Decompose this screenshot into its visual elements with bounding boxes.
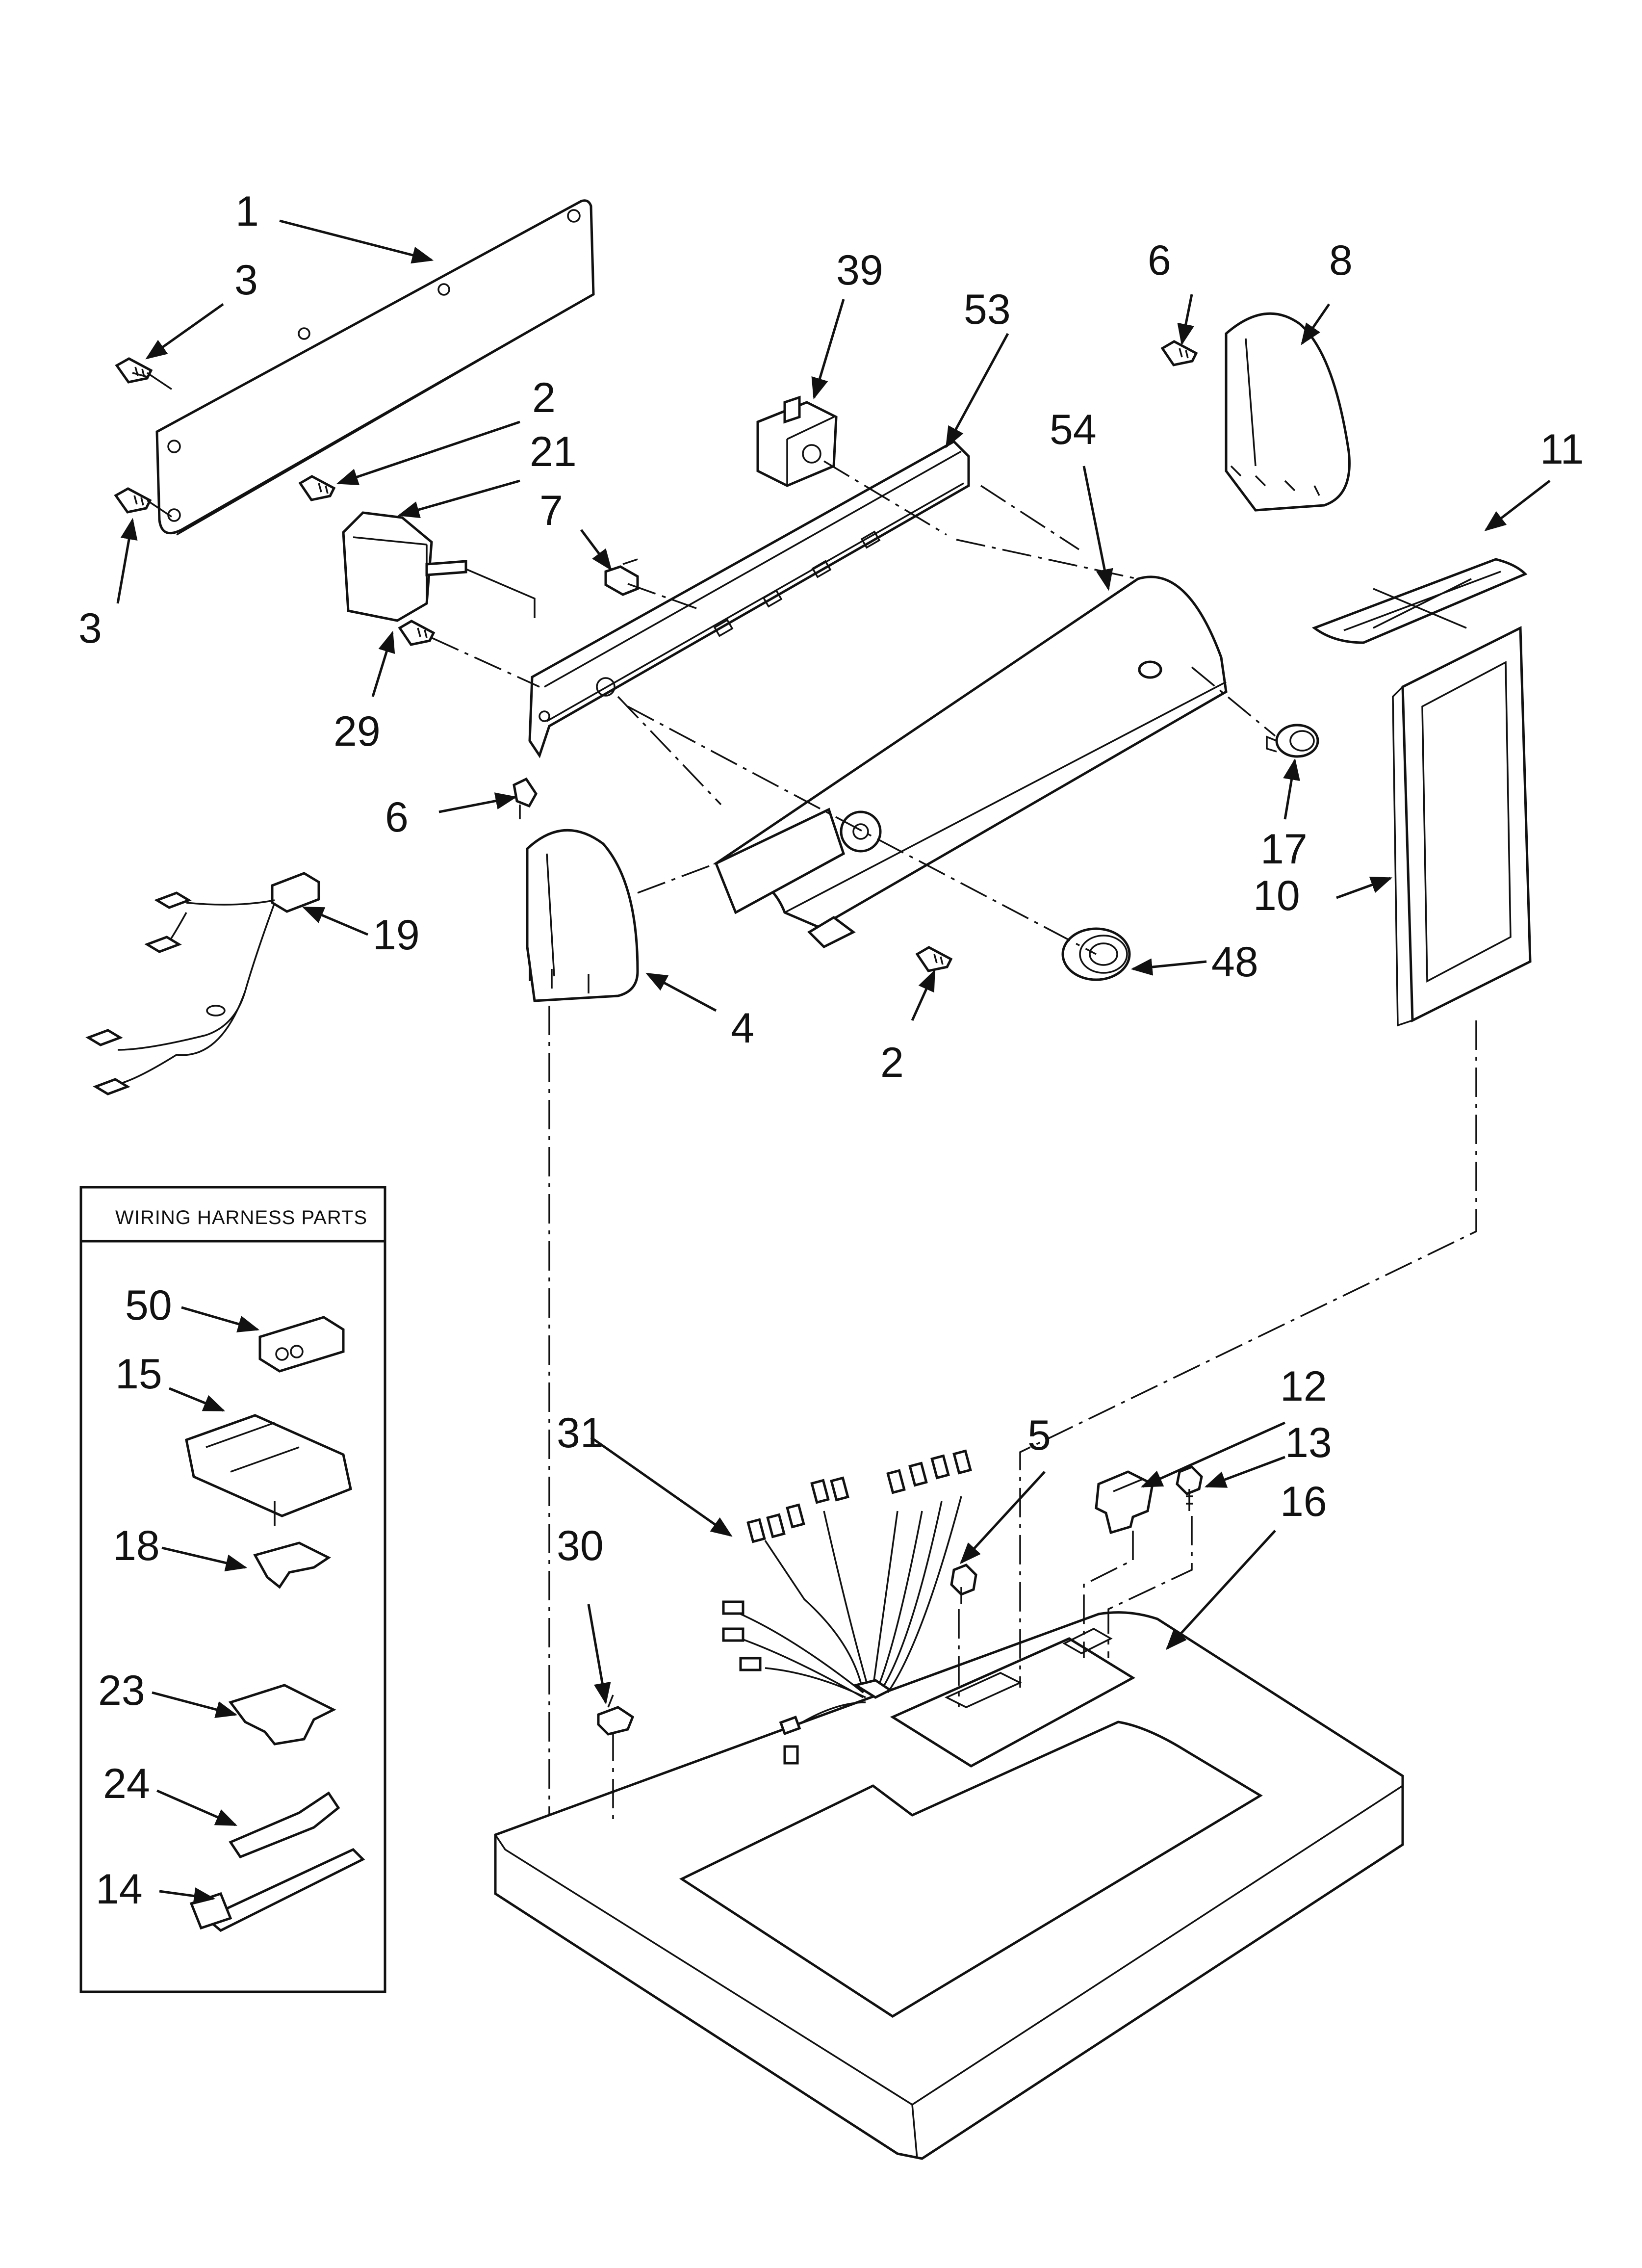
clip-7	[604, 558, 639, 596]
callout-12: 12	[1280, 1363, 1327, 1410]
screw-6-top	[1160, 340, 1198, 366]
callout-10: 10	[1253, 872, 1300, 919]
callout-29: 29	[334, 708, 381, 755]
console-54	[713, 575, 1228, 949]
screw-2-top	[298, 475, 336, 501]
clip-30	[597, 1694, 635, 1736]
callout-labels: 1 3 3 2 21 7 29 39 53 54 6 8 11 17 10 6 …	[78, 188, 1584, 1913]
clamp-12	[1095, 1470, 1154, 1535]
callout-1: 1	[235, 188, 259, 235]
callout-31: 31	[557, 1409, 604, 1457]
callout-21: 21	[530, 428, 577, 475]
clip-18	[253, 1541, 331, 1589]
top-panel-16	[494, 1611, 1404, 2160]
callout-17: 17	[1260, 826, 1308, 873]
screw-5	[950, 1564, 977, 1604]
callout-5: 5	[1027, 1412, 1051, 1459]
screw-2-bottom	[915, 946, 953, 972]
callout-3-top: 3	[234, 257, 258, 304]
callout-48: 48	[1211, 938, 1258, 986]
screw-29	[398, 620, 436, 646]
callout-4: 4	[731, 1005, 754, 1052]
callout-18: 18	[113, 1522, 160, 1569]
connector-23	[228, 1684, 336, 1746]
selector-switch-39	[756, 395, 838, 487]
callout-6-top: 6	[1148, 237, 1171, 284]
callout-39: 39	[836, 247, 883, 294]
cable-tie-14	[204, 1848, 365, 1932]
connector-15	[185, 1414, 352, 1517]
callout-2-top: 2	[532, 374, 556, 421]
callout-30: 30	[557, 1522, 604, 1569]
callout-2-bottom: 2	[880, 1039, 904, 1086]
callout-54: 54	[1050, 406, 1097, 453]
callout-53: 53	[964, 286, 1011, 333]
callout-23: 23	[98, 1667, 145, 1714]
console-bracket	[528, 440, 970, 758]
lint-housing-10	[1392, 626, 1532, 1027]
callout-50: 50	[125, 1282, 172, 1329]
knob-17	[1266, 724, 1319, 758]
callout-19: 19	[373, 912, 420, 959]
wiring-harness-parts-box: WIRING HARNESS PARTS	[79, 1186, 386, 1993]
screw-lower-left	[114, 487, 152, 514]
lint-screen-11	[1311, 558, 1528, 644]
screw-6-left	[513, 777, 538, 819]
end-cap-right	[1225, 312, 1351, 512]
wiring-bundle-31	[722, 1449, 972, 1765]
callout-11: 11	[1540, 426, 1584, 473]
wiring-box-title: WIRING HARNESS PARTS	[115, 1207, 367, 1228]
callout-24: 24	[103, 1760, 150, 1807]
callout-14: 14	[96, 1866, 143, 1913]
callout-13: 13	[1285, 1419, 1332, 1466]
screw-upper-left	[115, 357, 153, 384]
wiring-harness-19	[85, 872, 320, 1095]
connector-50	[258, 1316, 345, 1373]
callout-3-bottom: 3	[78, 605, 102, 652]
terminal-24	[229, 1791, 340, 1859]
timer-switch	[342, 511, 536, 622]
rear-panel-plate	[155, 199, 595, 536]
end-cap-left	[526, 829, 639, 1002]
callout-7: 7	[539, 487, 563, 534]
callout-16: 16	[1280, 1478, 1327, 1525]
callout-6-left: 6	[385, 794, 409, 841]
leader-arrows	[116, 219, 1551, 1905]
screw-13	[1176, 1465, 1203, 1511]
callout-15: 15	[115, 1351, 162, 1398]
callout-8: 8	[1329, 237, 1353, 284]
